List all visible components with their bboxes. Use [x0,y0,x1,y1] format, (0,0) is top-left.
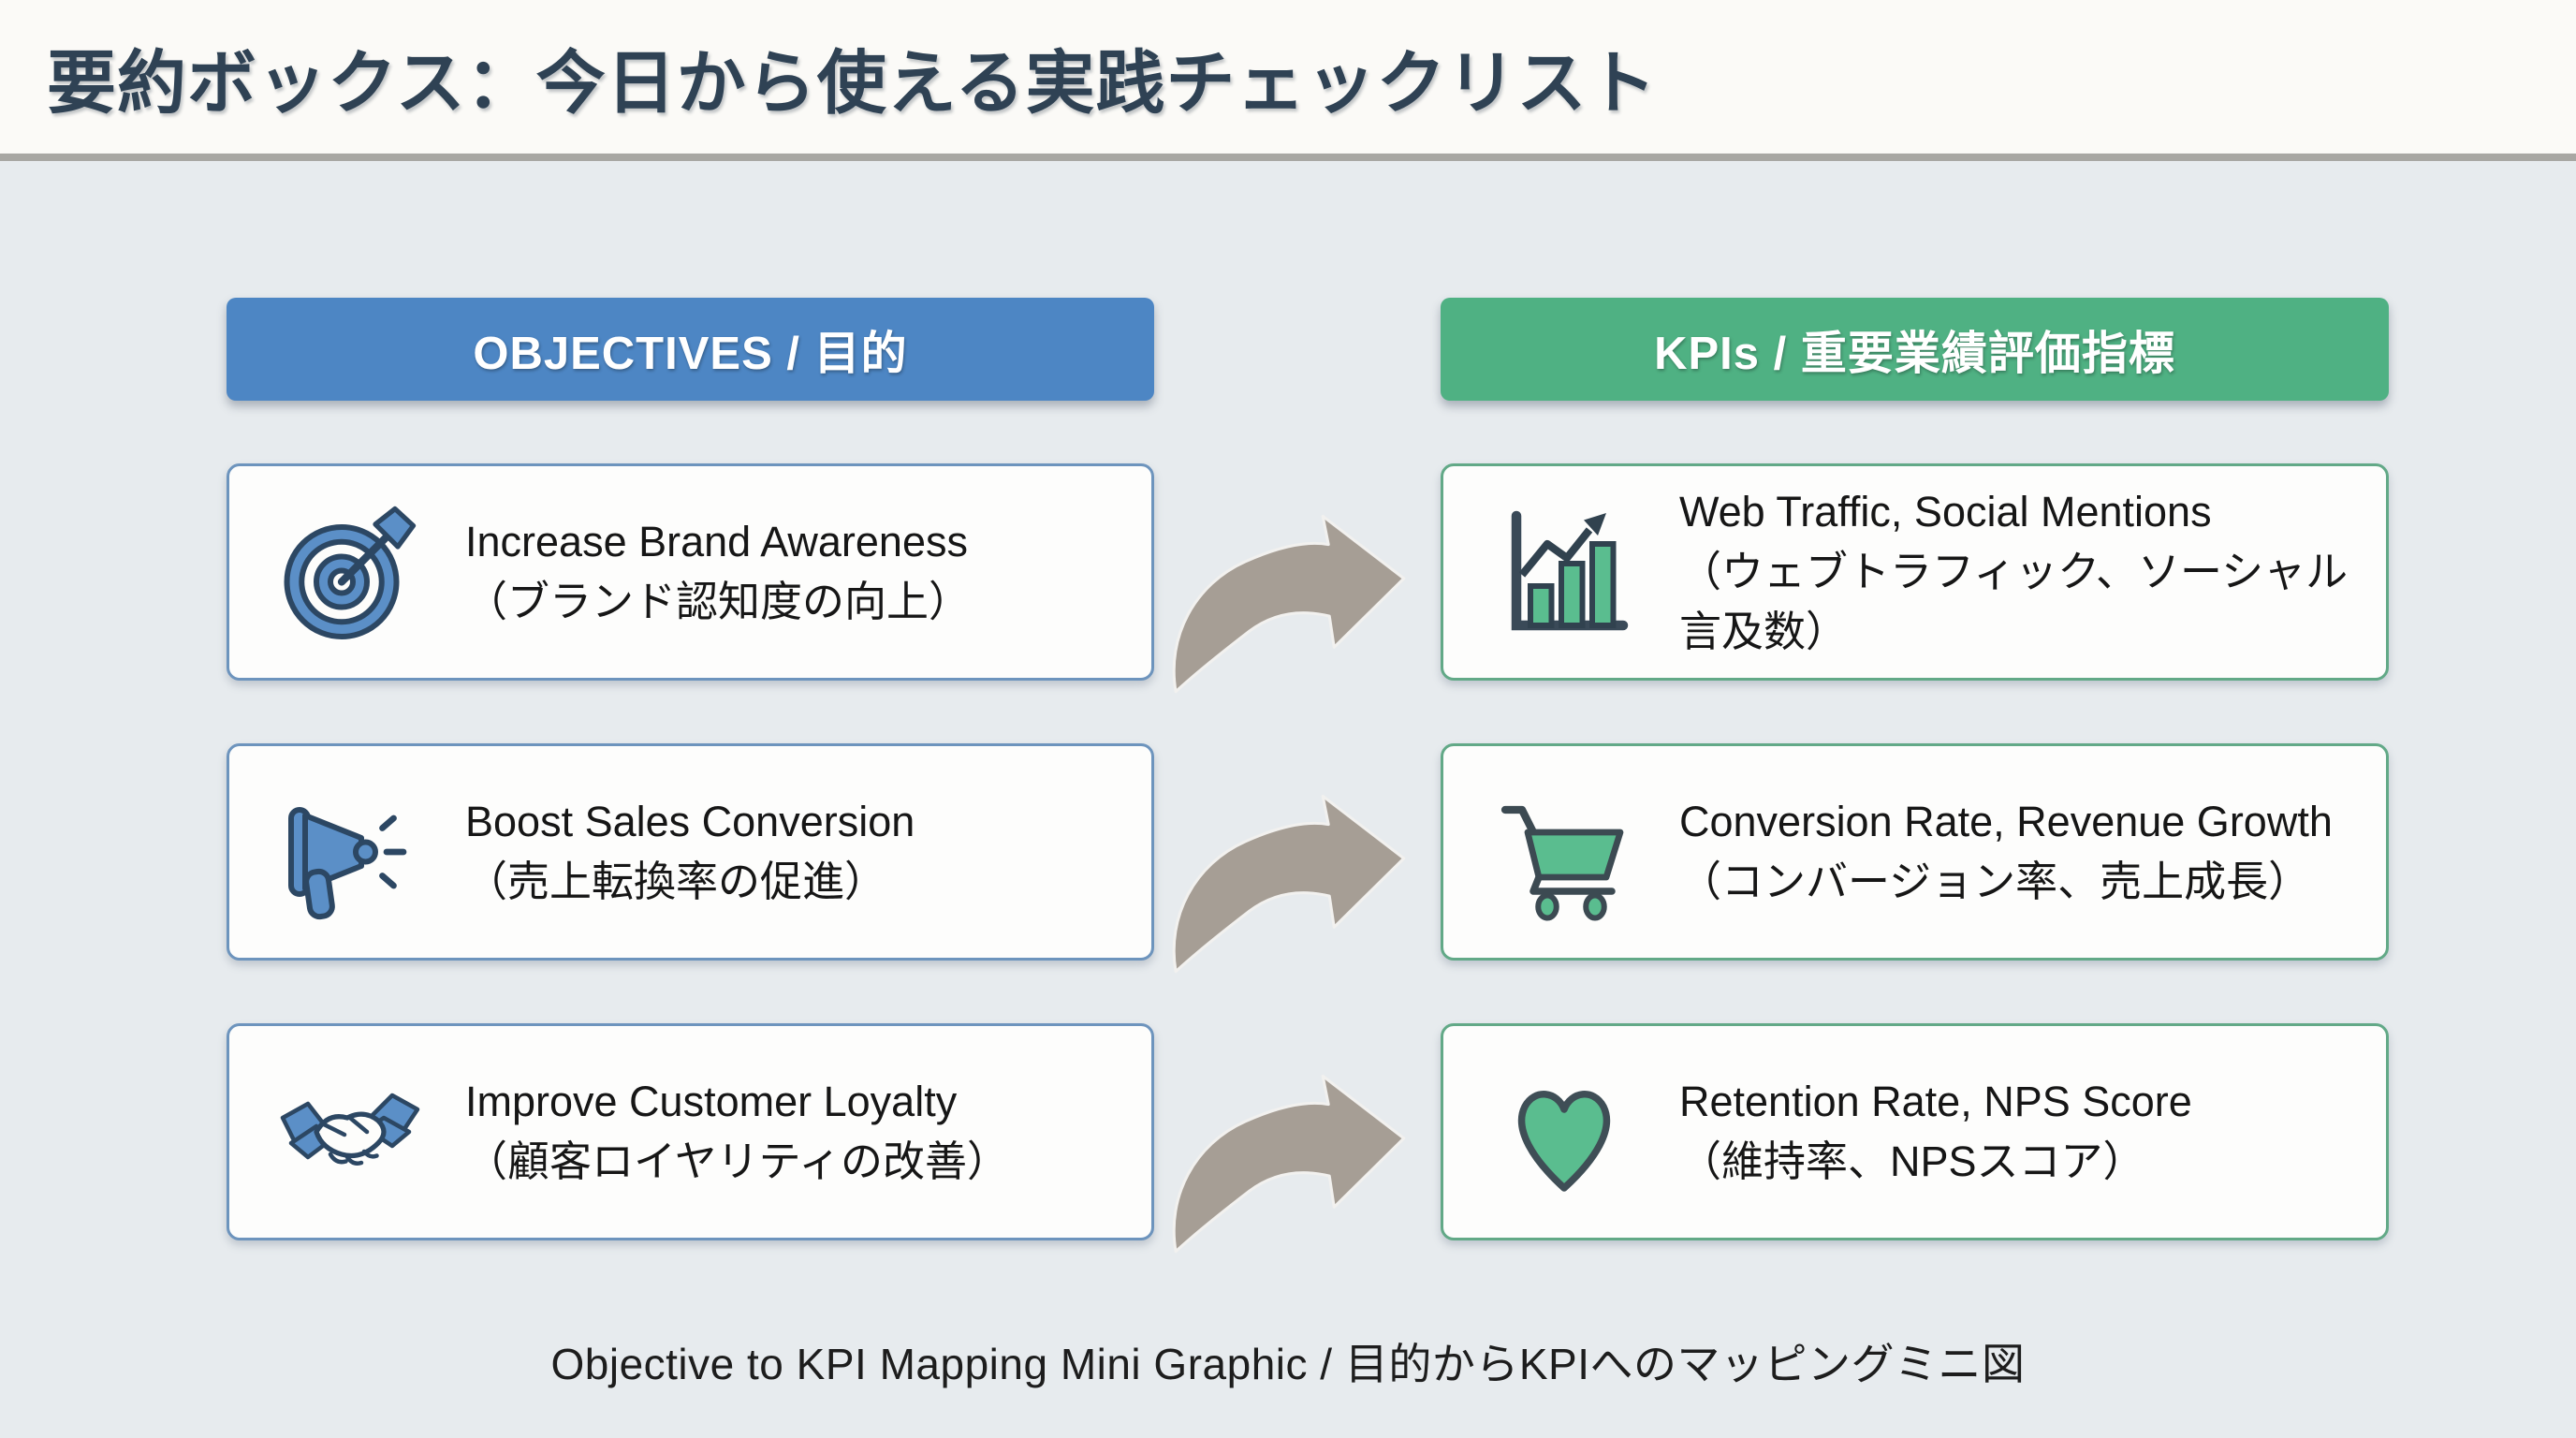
box-text: Conversion Rate, Revenue Growth （コンバージョン… [1679,792,2333,912]
objective-box-sales-conversion: Boost Sales Conversion （売上転換率の促進） [227,743,1154,961]
kpis-column-header: KPIs / 重要業績評価指標 [1441,298,2389,401]
objective-text-ja: （顧客ロイヤリティの改善） [465,1137,1009,1185]
title-bar: 要約ボックス：今日から使える実践チェックリスト [0,0,2576,154]
title-separator [0,154,2576,161]
megaphone-icon [280,782,420,922]
bar-chart-icon [1494,502,1634,642]
box-text: Increase Brand Awareness （ブランド認知度の向上） [465,512,971,632]
kpi-box-retention-rate: Retention Rate, NPS Score （維持率、NPSスコア） [1441,1023,2389,1240]
kpis-header-label: KPIs / 重要業績評価指標 [1654,328,2175,379]
objective-text-ja: （売上転換率の促進） [465,858,887,905]
mapping-arrow-icon [1172,1074,1406,1254]
kpi-box-conversion-rate: Conversion Rate, Revenue Growth （コンバージョン… [1441,743,2389,961]
handshake-icon [280,1062,420,1202]
objective-box-customer-loyalty: Improve Customer Loyalty （顧客ロイヤリティの改善） [227,1023,1154,1240]
kpi-text-en: Retention Rate, NPS Score [1679,1078,2192,1126]
diagram-caption: Objective to KPI Mapping Mini Graphic / … [550,1340,2026,1388]
objective-text-en: Boost Sales Conversion [465,798,915,846]
kpi-box-web-traffic: Web Traffic, Social Mentions （ウェブトラフィック、… [1441,463,2389,681]
kpi-text-en: Web Traffic, Social Mentions [1679,488,2212,536]
mapping-arrow-icon [1172,514,1406,694]
objective-text-en: Improve Customer Loyalty [465,1078,958,1126]
kpi-text-ja: （ウェブトラフィック、ソーシャル言及数） [1679,548,2349,655]
page-title: 要約ボックス：今日から使える実践チェックリスト [47,43,1658,122]
objectives-header-label: OBJECTIVES / 目的 [473,328,908,379]
objective-text-ja: （ブランド認知度の向上） [465,578,972,625]
box-text: Boost Sales Conversion （売上転換率の促進） [465,792,915,912]
objective-text-en: Increase Brand Awareness [465,518,968,566]
kpi-text-ja: （コンバージョン率、売上成長） [1679,858,2311,905]
box-text: Retention Rate, NPS Score （維持率、NPSスコア） [1679,1072,2192,1192]
heart-icon [1494,1062,1634,1202]
header-spacer [1154,298,1441,401]
objectives-column-header: OBJECTIVES / 目的 [227,298,1154,401]
kpi-text-ja: （維持率、NPSスコア） [1679,1137,2145,1185]
arrow-cell [1154,1023,1441,1254]
kpi-text-en: Conversion Rate, Revenue Growth [1679,798,2333,846]
mapping-arrow-icon [1172,794,1406,974]
content-area: OBJECTIVES / 目的 KPIs / 重要業績評価指標 [0,161,2576,1438]
cart-icon [1494,782,1634,922]
objective-box-brand-awareness: Increase Brand Awareness （ブランド認知度の向上） [227,463,1154,681]
mapping-diagram: OBJECTIVES / 目的 KPIs / 重要業績評価指標 [227,161,2576,1254]
box-text: Improve Customer Loyalty （顧客ロイヤリティの改善） [465,1072,1009,1192]
box-text: Web Traffic, Social Mentions （ウェブトラフィック、… [1679,482,2360,662]
target-icon [280,502,420,642]
arrow-cell [1154,463,1441,694]
arrow-cell [1154,743,1441,974]
